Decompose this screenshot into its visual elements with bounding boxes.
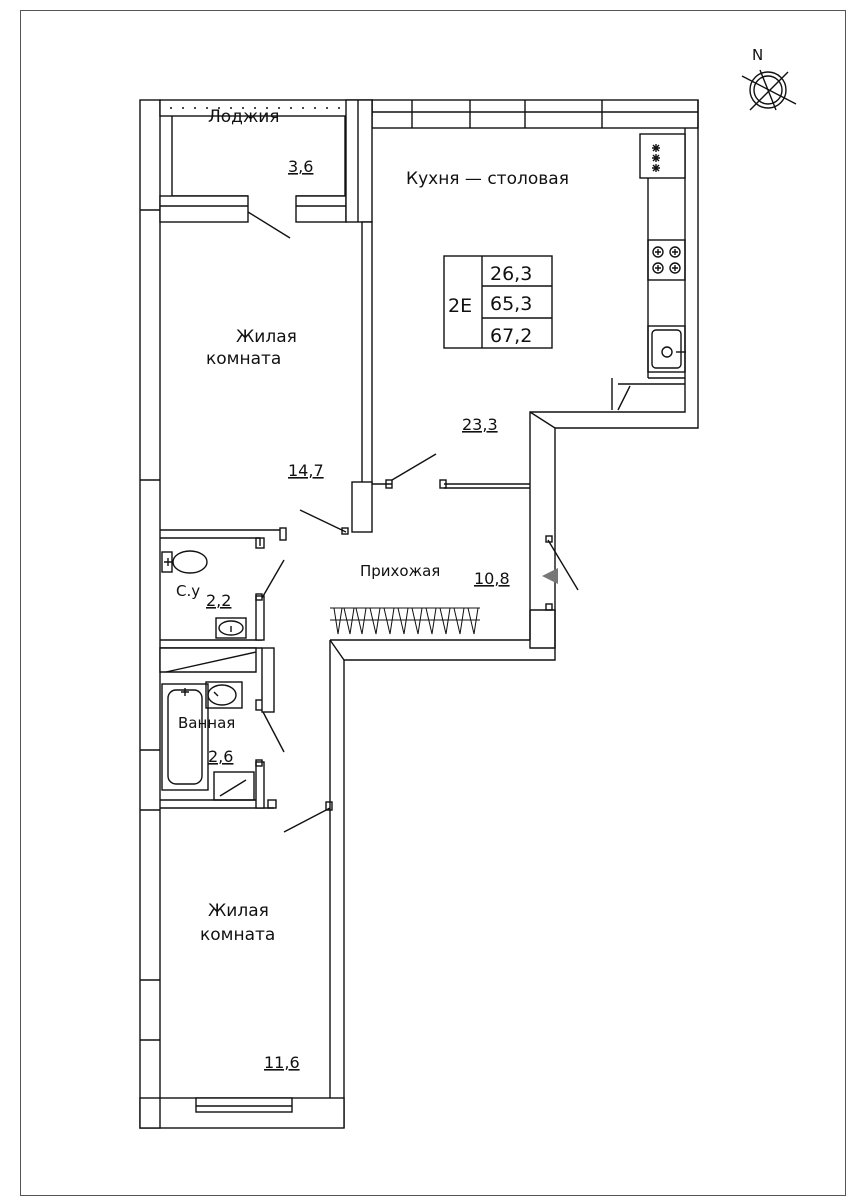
hall-bottom-wall: [329, 609, 556, 1128]
living2-name-line1: Жилая: [208, 901, 269, 921]
kitchen-window-sill: [611, 378, 685, 411]
left-outer-wall: [139, 99, 161, 1129]
wardrobe: [330, 607, 480, 635]
stamp-total-area: 65,3: [490, 293, 532, 315]
bathtub-icon: [161, 683, 209, 791]
stamp-type: 2E: [448, 295, 472, 317]
drawing-frame: [20, 10, 846, 1196]
bath-area: 2,6: [208, 747, 233, 766]
stamp-living-area: 26,3: [490, 263, 532, 285]
toilet-icon: [161, 550, 208, 574]
living1-area: 14,7: [288, 461, 324, 480]
loggia-name: Лоджия: [208, 107, 280, 127]
kitchen-area: 23,3: [462, 415, 498, 434]
kitchen-counter: [639, 133, 686, 379]
compass-label: N: [752, 46, 763, 64]
kitchen-right-wall: [529, 100, 699, 649]
kitchen-name: Кухня — столовая: [406, 169, 569, 189]
entrance-arrow-icon: [542, 568, 558, 584]
hall-area: 10,8: [474, 569, 510, 588]
living2-area: 11,6: [264, 1053, 300, 1072]
wc-name: С.у: [176, 582, 200, 600]
apartment-stamp: [443, 255, 553, 349]
wc-sink-icon: [215, 617, 247, 639]
wc-walls: [160, 527, 287, 649]
washing-machine-icon: [213, 771, 255, 801]
hall-name: Прихожая: [360, 562, 440, 580]
kitchen-top-wall: [371, 99, 699, 129]
loggia-outline: [159, 99, 373, 239]
living1-name-line2: комната: [206, 349, 281, 369]
living2-door: [283, 801, 333, 833]
living1-kitchen-partition: [299, 221, 530, 535]
bath-sink-icon: [205, 681, 243, 709]
stove-icon: [652, 246, 681, 274]
living2-bottom-wall: [139, 1097, 345, 1129]
living1-name-line1: Жилая: [236, 327, 297, 347]
compass-icon: [741, 69, 797, 111]
bath-name: Ванная: [178, 714, 235, 732]
wc-area: 2,2: [206, 591, 231, 610]
stamp-total-with-loggia: 67,2: [490, 325, 532, 347]
sink-icon: [661, 346, 686, 358]
bath-walls: [159, 647, 285, 809]
oven-knobs-icon: [652, 144, 660, 172]
loggia-area: 3,6: [288, 157, 313, 176]
living2-name-line2: комната: [200, 925, 275, 945]
